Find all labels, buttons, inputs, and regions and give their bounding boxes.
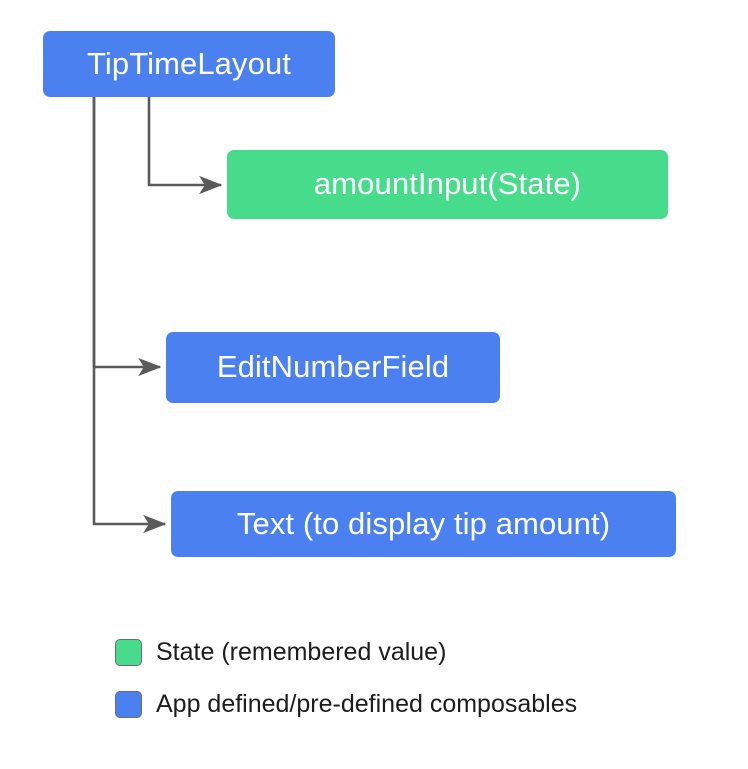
edge-tiptimelayout-to-amountinput bbox=[147, 97, 223, 195]
node-text-tip-amount[interactable]: Text (to display tip amount) bbox=[171, 491, 676, 557]
legend-label-state: State (remembered value) bbox=[156, 637, 447, 666]
node-editnumberfield[interactable]: EditNumberField bbox=[166, 332, 500, 403]
node-amountinput-state[interactable]: amountInput(State) bbox=[227, 150, 668, 219]
legend-item-state: State (remembered value) bbox=[115, 626, 577, 678]
edge-tiptimelayout-to-editnumberfield bbox=[92, 97, 162, 377]
legend-swatch-composables-icon bbox=[115, 690, 142, 718]
legend-item-composables: App defined/pre-defined composables bbox=[115, 678, 577, 730]
edge-tiptimelayout-to-text-tip bbox=[92, 97, 167, 534]
legend-label-composables: App defined/pre-defined composables bbox=[156, 689, 578, 718]
node-tiptimelayout[interactable]: TipTimeLayout bbox=[43, 31, 335, 97]
legend-swatch-state-icon bbox=[115, 638, 142, 666]
legend: State (remembered value) App defined/pre… bbox=[115, 626, 577, 730]
